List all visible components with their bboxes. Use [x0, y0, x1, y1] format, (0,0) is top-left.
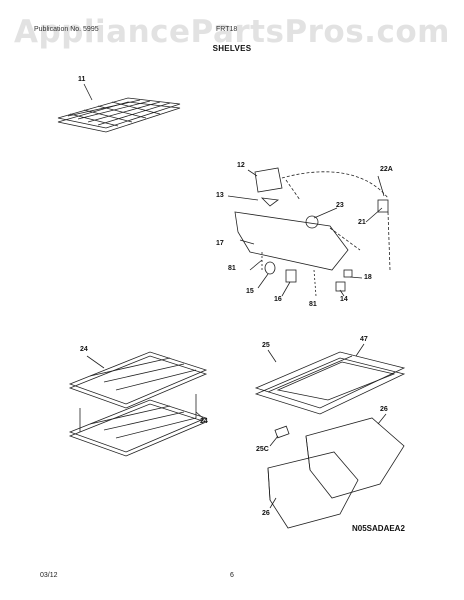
- crisper-drawers: [267, 417, 405, 529]
- page-title: SHELVES: [212, 44, 252, 53]
- light-housing-assembly: [234, 167, 389, 292]
- crisper-cover: [254, 351, 406, 415]
- part-label-16: 16: [274, 296, 282, 303]
- part-label-81-left: 81: [228, 265, 236, 272]
- page-number: 6: [230, 572, 234, 579]
- part-label-13: 13: [216, 192, 224, 199]
- part-label-15: 15: [246, 288, 254, 295]
- part-label-25c: 25C: [256, 446, 269, 453]
- wire-shelves-pair: [68, 351, 208, 457]
- watermark: AppliancePartsPros.com: [14, 14, 450, 50]
- part-label-23: 23: [336, 202, 344, 209]
- part-label-21: 21: [358, 219, 366, 226]
- footer-date: 03/12: [40, 572, 58, 579]
- model-number: FRT18: [216, 26, 238, 33]
- wire-shelf-top: [57, 97, 181, 133]
- part-label-81-right: 81: [309, 301, 317, 308]
- part-label-17: 17: [216, 240, 224, 247]
- part-label-24-top: 24: [80, 346, 88, 353]
- part-label-14: 14: [340, 296, 348, 303]
- part-label-11: 11: [78, 76, 86, 83]
- part-label-26-right: 26: [380, 406, 388, 413]
- part-label-22a: 22A: [380, 166, 393, 173]
- publication-number: Publication No. 5995: [34, 26, 99, 33]
- diagram-code: N05SADAEA2: [352, 524, 405, 533]
- part-label-25: 25: [262, 342, 270, 349]
- part-label-47: 47: [360, 336, 368, 343]
- part-label-12: 12: [237, 162, 245, 169]
- part-label-18: 18: [364, 274, 372, 281]
- part-label-26-left: 26: [262, 510, 270, 517]
- part-label-24-bottom: 24: [200, 418, 208, 425]
